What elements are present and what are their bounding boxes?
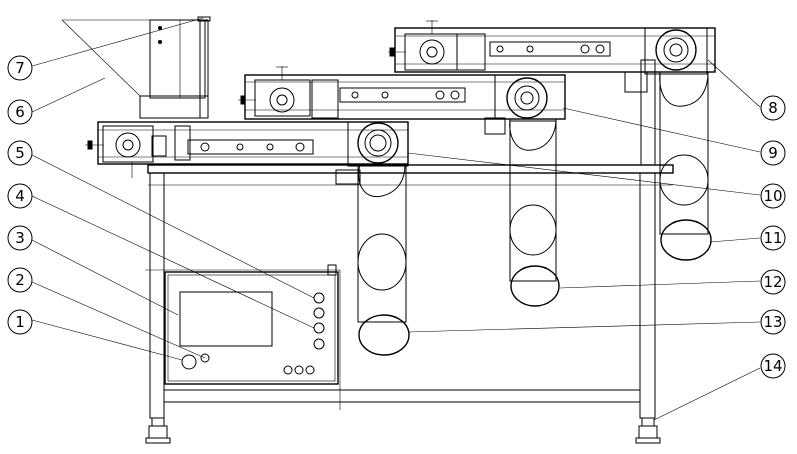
- callout-5: 5: [7, 140, 33, 166]
- callout-1: 1: [7, 309, 33, 335]
- callout-10: 10: [760, 183, 786, 209]
- callout-1-label: 1: [15, 313, 25, 331]
- callout-5-label: 5: [15, 144, 25, 162]
- callout-11: 11: [760, 225, 786, 251]
- callout-8-label: 8: [768, 99, 778, 117]
- conveyor-module-middle: [238, 66, 566, 307]
- leader-lines: [31, 17, 761, 421]
- callout-7: 7: [7, 55, 33, 81]
- machine-frame: [145, 59, 674, 444]
- callout-10-label: 10: [763, 187, 782, 205]
- callout-6: 6: [7, 99, 33, 125]
- callout-14-label: 14: [763, 357, 782, 375]
- callout-13: 13: [760, 309, 786, 335]
- callout-4-label: 4: [15, 187, 25, 205]
- callout-3-label: 3: [15, 229, 25, 247]
- conveyor-module-lower: [85, 121, 410, 356]
- left-foot: [145, 417, 171, 444]
- callout-9: 9: [760, 140, 786, 166]
- callout-3: 3: [7, 225, 33, 251]
- callout-14: 14: [760, 353, 786, 379]
- callout-2: 2: [7, 267, 33, 293]
- callout-4: 4: [7, 183, 33, 209]
- callout-7-label: 7: [15, 59, 25, 77]
- control-box: [145, 264, 341, 410]
- callout-13-label: 13: [763, 313, 782, 331]
- callout-8: 8: [760, 95, 786, 121]
- hopper: [61, 16, 211, 119]
- callout-11-label: 11: [763, 229, 782, 247]
- callout-6-label: 6: [15, 103, 25, 121]
- callout-12-label: 12: [763, 273, 782, 291]
- conveyor-module-upper: [388, 20, 716, 261]
- callout-2-label: 2: [15, 271, 25, 289]
- right-foot: [635, 417, 661, 444]
- callout-12: 12: [760, 269, 786, 295]
- callout-9-label: 9: [768, 144, 778, 162]
